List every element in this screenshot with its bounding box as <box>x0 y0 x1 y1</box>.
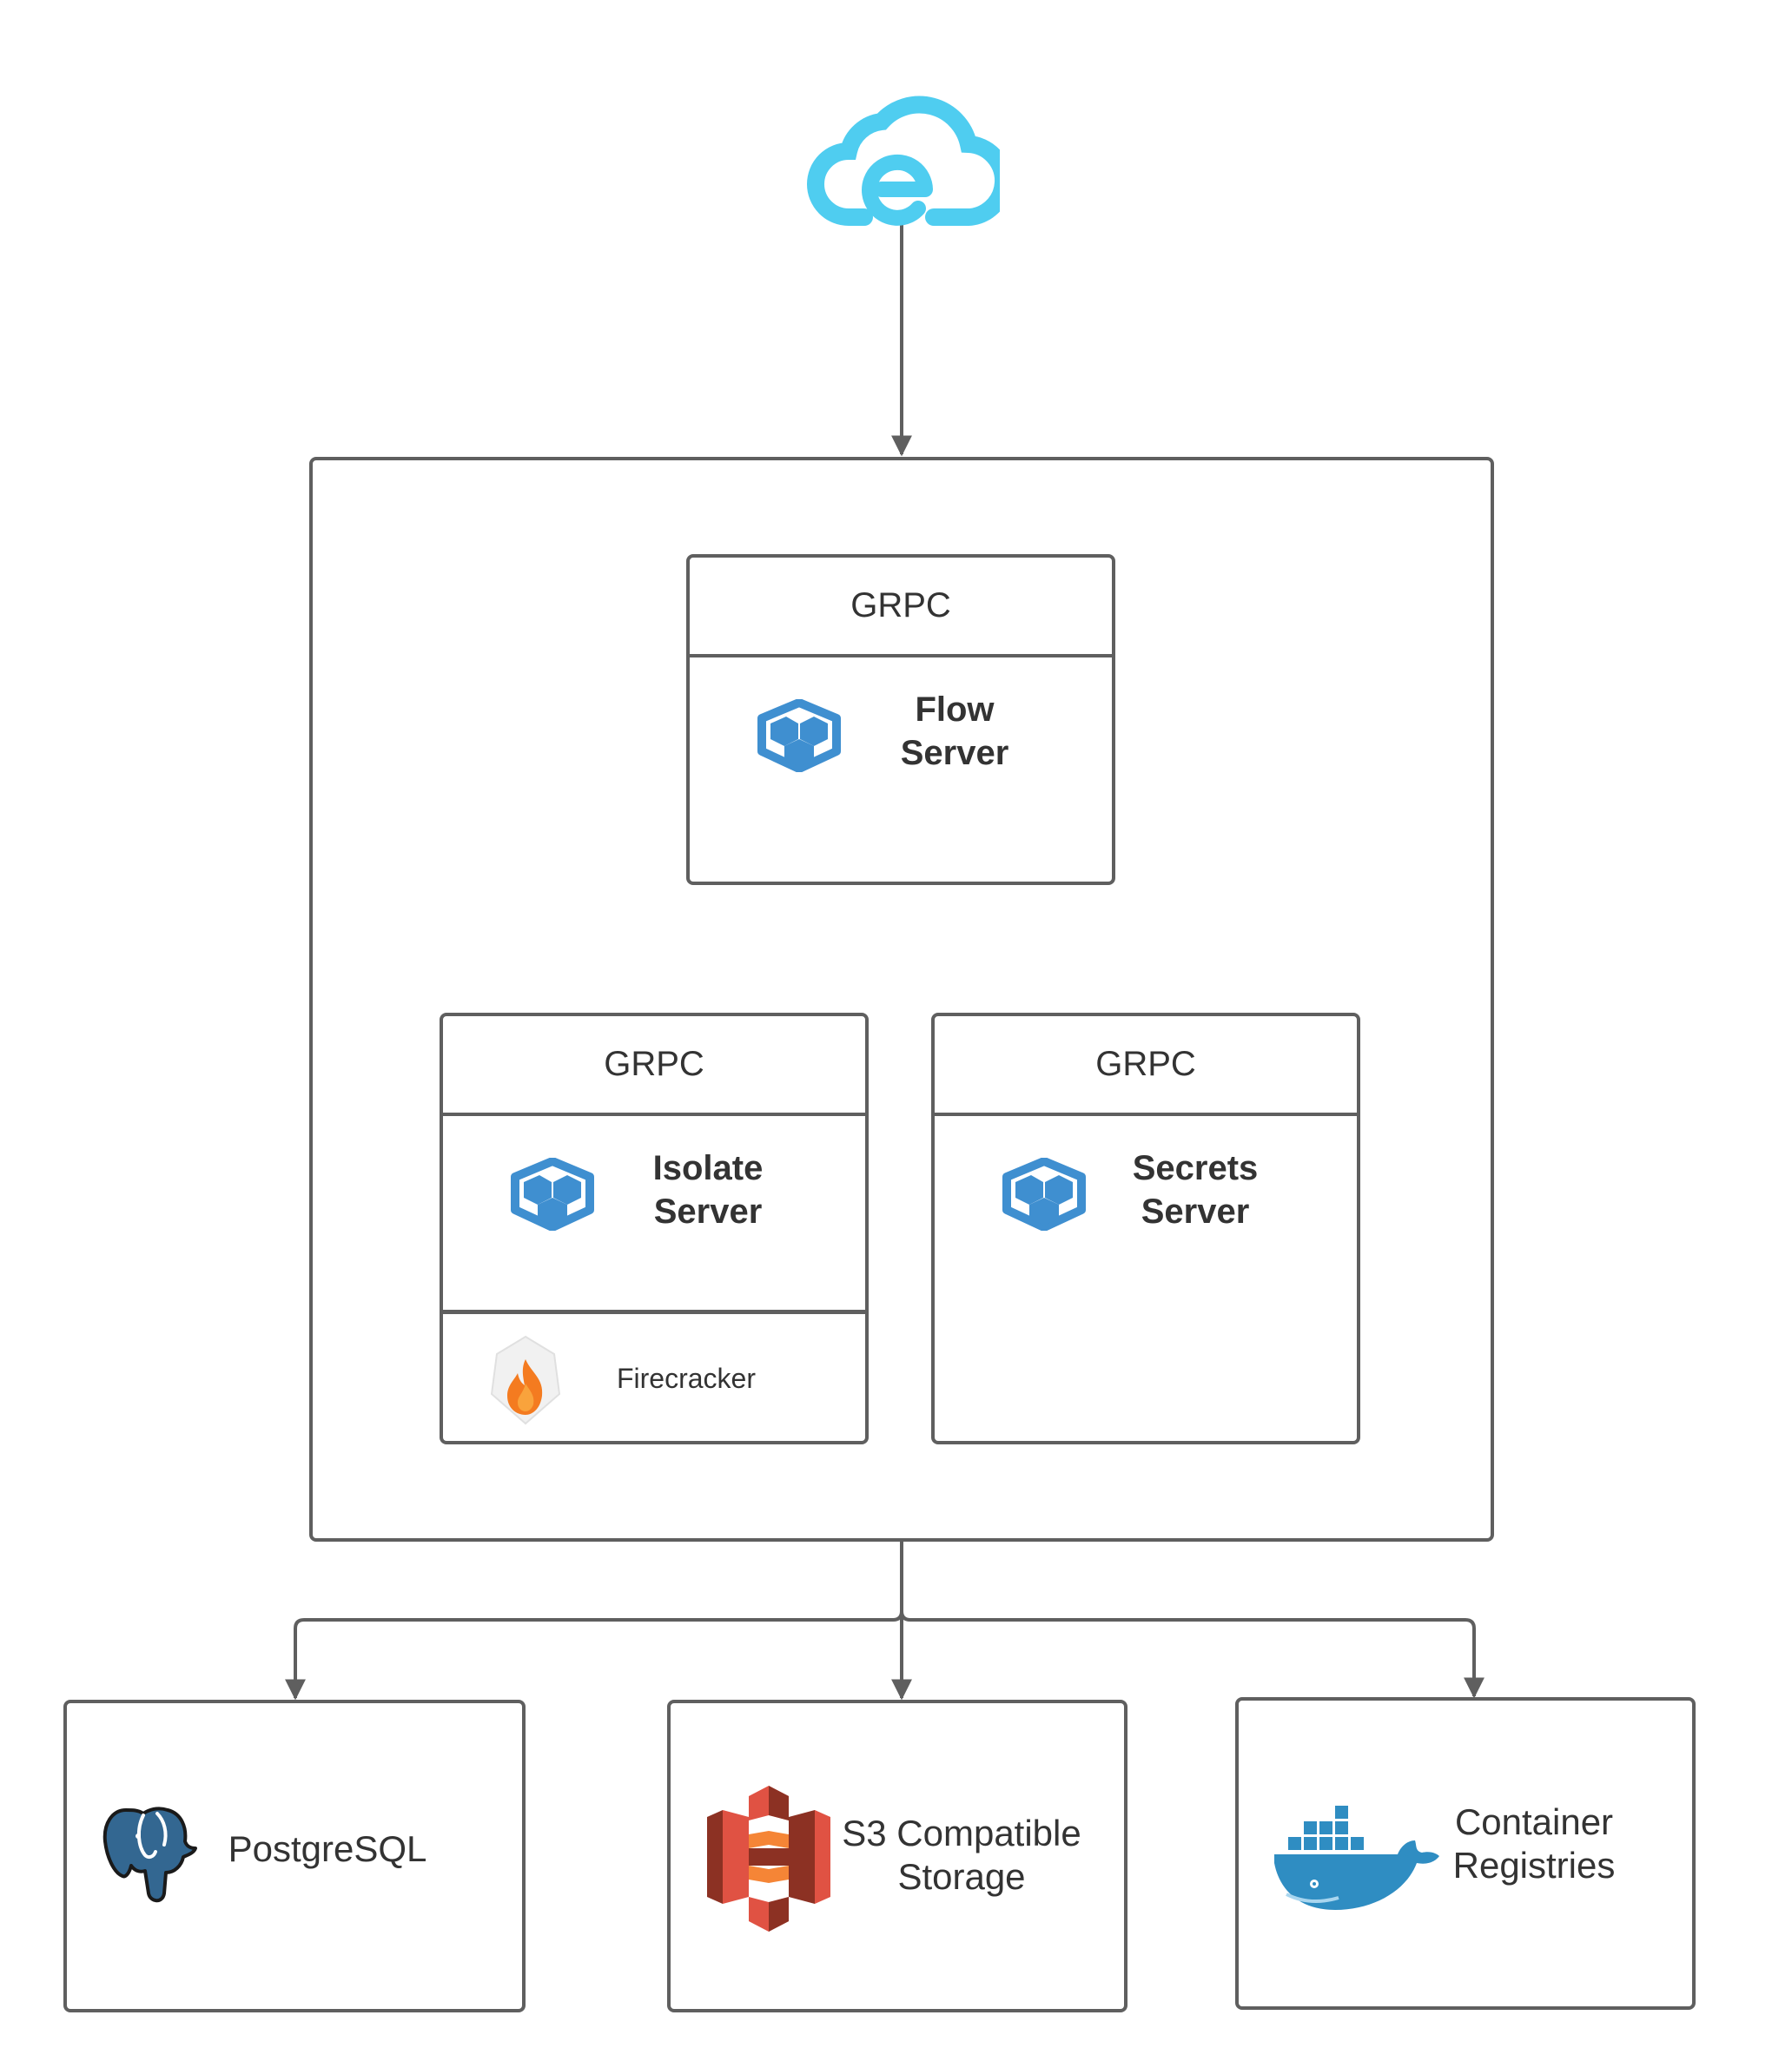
firecracker-label: Firecracker <box>616 1363 756 1394</box>
cloud-e-logo-icon <box>803 96 1013 227</box>
hexagon-cube-icon <box>998 1157 1090 1232</box>
container-registries-box: Container Registries <box>1235 1697 1696 2010</box>
arrow-container-to-postgres <box>285 1539 903 1701</box>
secrets-server-title: Secrets Server <box>1132 1149 1259 1231</box>
isolate-server-box: GRPC Isolate Server Firecracker <box>440 1013 869 1444</box>
docker-whale-icon <box>1269 1800 1443 1913</box>
postgresql-elephant-icon <box>100 1803 201 1906</box>
secrets-grpc-header: GRPC <box>935 1016 1357 1116</box>
flame-icon <box>486 1333 565 1429</box>
firecracker-section <box>443 1310 865 1314</box>
s3-storage-label: S3 Compatible Storage <box>842 1813 1081 1897</box>
isolate-grpc-header: GRPC <box>443 1016 865 1116</box>
hexagon-cube-icon <box>753 698 845 773</box>
aws-s3-icon <box>707 1786 830 1932</box>
s3-storage-box: S3 Compatible Storage <box>667 1700 1127 2012</box>
hexagon-cube-icon <box>506 1157 598 1232</box>
arrow-container-to-registries <box>900 1610 1485 1699</box>
flow-server-title: Flow Server <box>900 690 1009 772</box>
postgresql-box: PostgreSQL <box>63 1700 526 2012</box>
container-registries-label: Container Registries <box>1452 1801 1616 1886</box>
isolate-server-title: Isolate Server <box>652 1149 764 1231</box>
flow-grpc-header: GRPC <box>690 558 1112 657</box>
secrets-server-box: GRPC Secrets Server <box>931 1013 1360 1444</box>
flow-server-box: GRPC Flow Server <box>686 554 1115 885</box>
postgresql-label: PostgreSQL <box>228 1828 427 1869</box>
